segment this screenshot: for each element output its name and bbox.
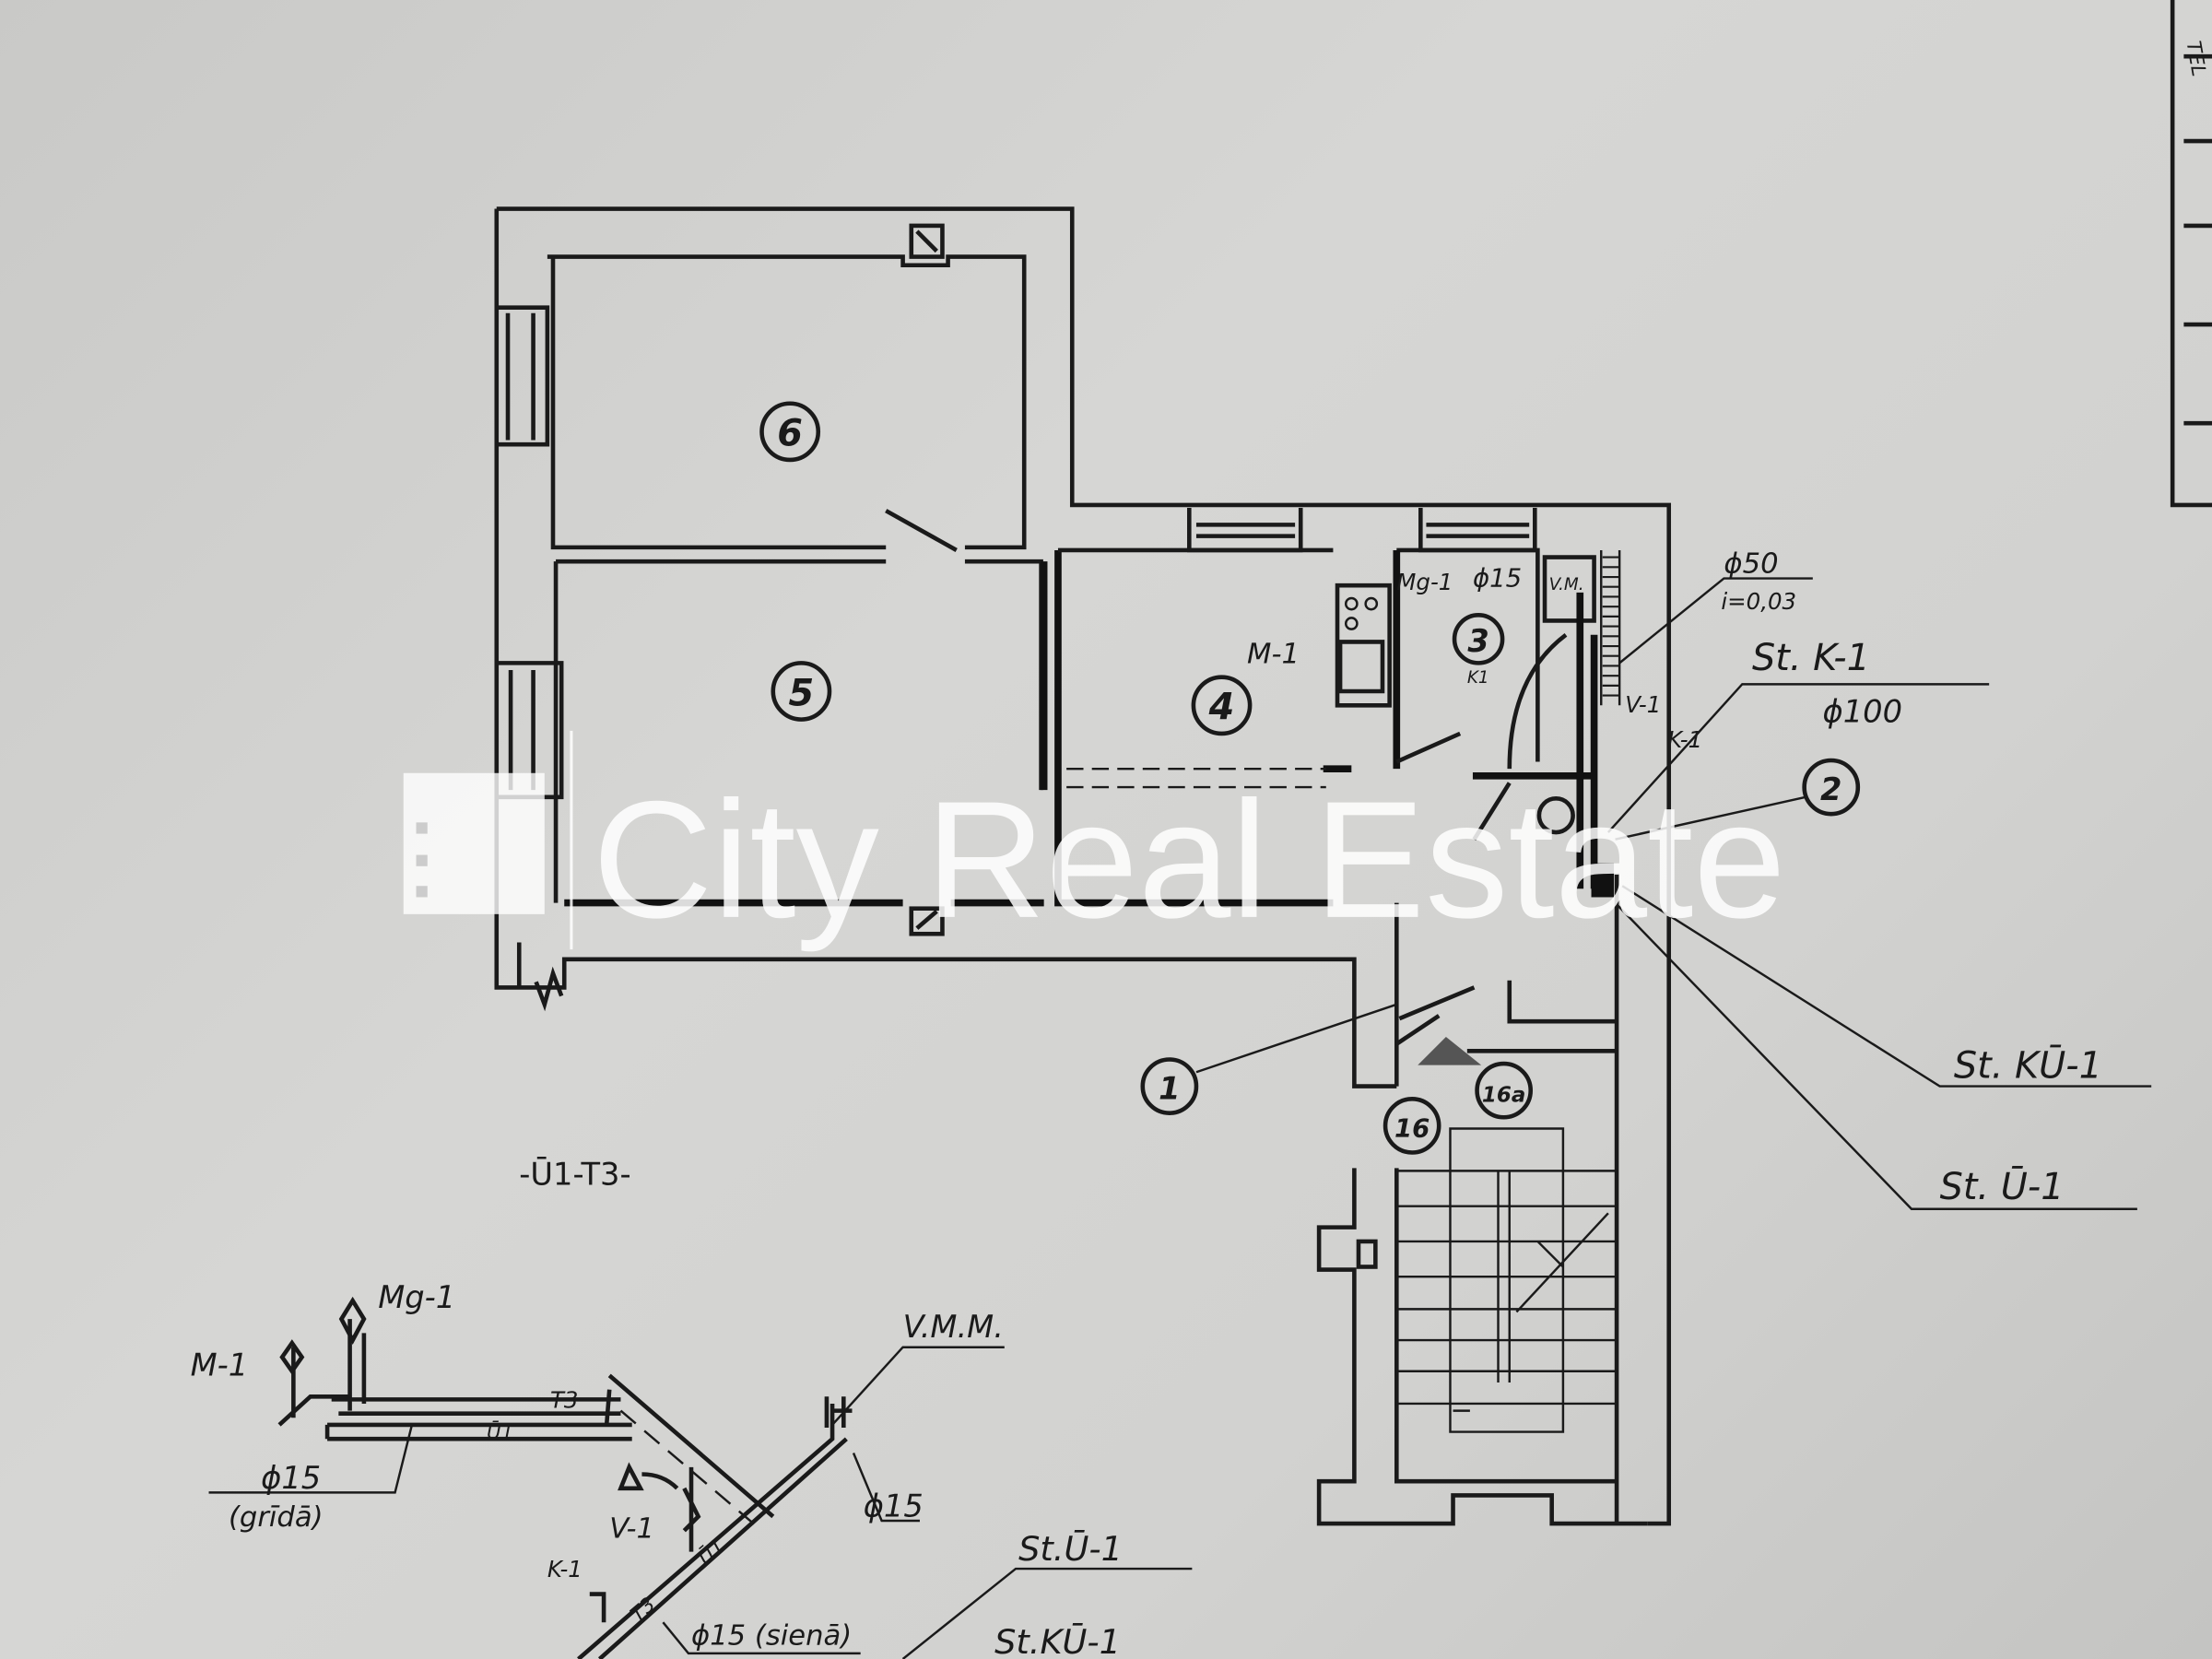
staircase [1396, 1127, 1618, 1433]
axo-t3-label: T3 [550, 1387, 579, 1414]
axo-mg1-label: Mg-1 [378, 1279, 455, 1315]
k1-label: K-1 [1667, 726, 1702, 753]
phi50-label: ϕ50 [1724, 547, 1778, 580]
room-1-label: 1 [1159, 1070, 1180, 1106]
st-ku1-label: St. KŪ-1 [1954, 1044, 2102, 1087]
axo-u1-label: Ū1 [487, 1420, 513, 1444]
phi100-label: ϕ100 [1823, 694, 1902, 730]
watermark: City Real Estate [403, 730, 1786, 953]
fixtures [1335, 549, 1621, 1065]
room-5-label: 5 [789, 672, 815, 714]
room-6-label: 6 [777, 413, 803, 455]
outer-walls [494, 206, 1672, 1526]
phi15-label: ϕ15 [1473, 564, 1522, 594]
axo-st-ku1-label: St.KŪ-1 [994, 1622, 1121, 1659]
axo-u1-diag-label: Ū1 [693, 1535, 729, 1571]
axo-floor-note: (grīdā) [229, 1501, 324, 1534]
section-label: -Ū1-T3- [519, 1157, 630, 1193]
plan-labels: M-1 Mg-1 ϕ15 V.M. K1 ϕ50 i=0,03 St. K-1 … [519, 547, 2102, 1208]
axonometric-piping: Mg-1 M-1 T3 Ū1 ϕ15 (grīdā) V.M.M. ϕ15 V-… [191, 1279, 1193, 1659]
axo-st-u1-label: St.Ū-1 [1018, 1529, 1123, 1569]
room-3-label: 3 [1467, 623, 1488, 659]
room-4-label: 4 [1208, 687, 1235, 729]
m1-label: M-1 [1247, 638, 1300, 670]
room-16-label: 16 [1394, 1114, 1430, 1144]
axo-vmm-label: V.M.M. [903, 1309, 1004, 1345]
axo-k1-label: K-1 [547, 1556, 582, 1583]
axo-phi15-label: ϕ15 [864, 1488, 924, 1524]
room-markers: 6 5 4 3 2 1 16 16a [759, 401, 1861, 1155]
leader-lines [1195, 577, 2152, 1412]
st-k1-label: St. K-1 [1752, 637, 1870, 679]
axo-m1-label: M-1 [191, 1347, 249, 1382]
room-16a-label: 16a [1482, 1083, 1525, 1107]
k1-small-label: K1 [1467, 668, 1489, 688]
axo-v1-label: V-1 [609, 1512, 654, 1545]
doors [885, 509, 1568, 1046]
v1-label: V-1 [1625, 691, 1661, 718]
vm-label: V.M. [1549, 575, 1584, 594]
room-2-label: 2 [1820, 771, 1841, 807]
axo-phi15-floor-label: ϕ15 [261, 1460, 321, 1496]
watermark-text: City Real Estate [593, 767, 1786, 953]
slope-label: i=0,03 [1721, 588, 1796, 615]
st-u1-label: St. Ū-1 [1940, 1166, 2065, 1208]
table-header: TEL [2182, 40, 2210, 78]
corner-table: TEL [2170, 0, 2212, 508]
axo-t3-diag-label: T3 [627, 1593, 661, 1626]
axo-phi15-wall-label: ϕ15 (sienā) [691, 1620, 852, 1653]
mg1-label: Mg-1 [1396, 569, 1453, 595]
